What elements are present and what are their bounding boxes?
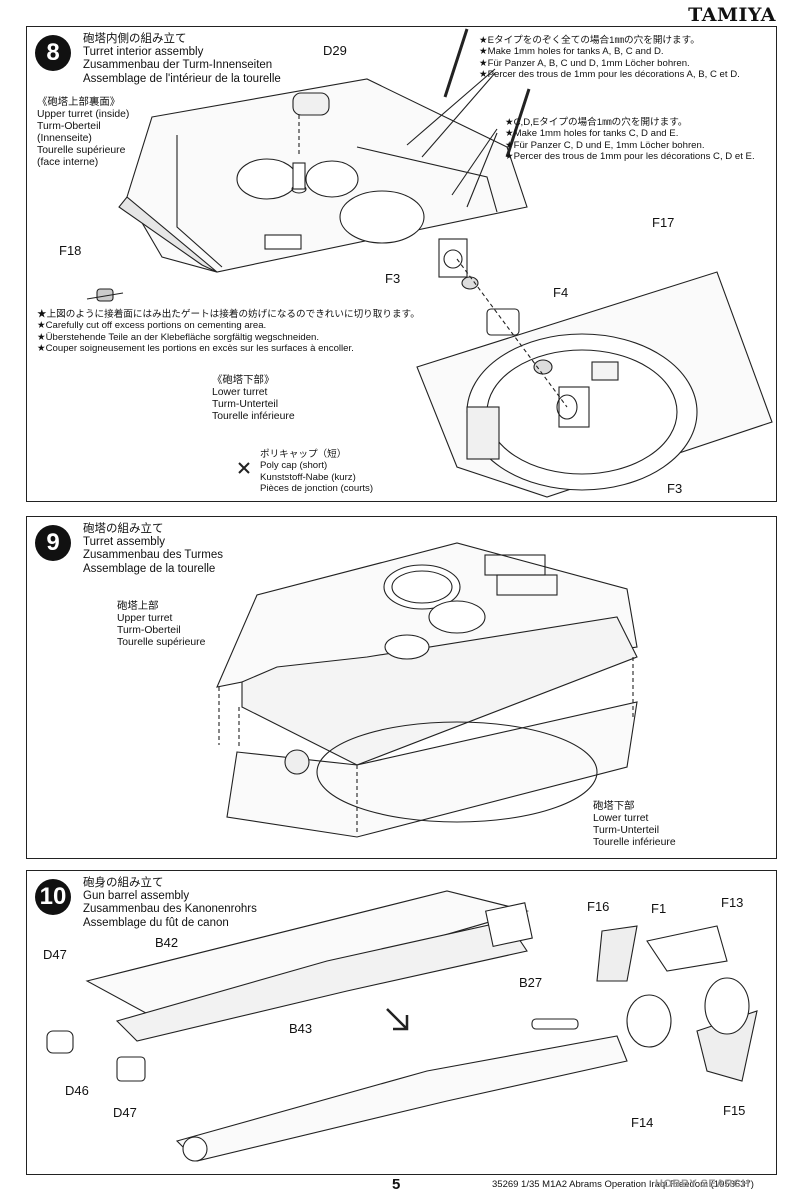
brand-logo: TAMIYA: [688, 4, 776, 26]
part-label-f3-lower: F3: [667, 481, 683, 496]
gun-barrel-diagram: [46, 890, 758, 1162]
part-label-d47: D47: [43, 947, 67, 962]
part-label-f16: F16: [587, 899, 610, 914]
part-label-f15: F15: [723, 1103, 746, 1118]
page-footer: 5 35269 1/35 M1A2 Abrams Operation Iraqi…: [0, 1174, 798, 1198]
part-label-f3: F3: [385, 271, 401, 286]
part-label-f1: F1: [651, 901, 667, 916]
step-number: 9: [35, 525, 71, 561]
upper-turret-label: 《砲塔上部裏面》Upper turret (inside) Turm-Obert…: [37, 97, 130, 168]
part-label-b42: B42: [155, 935, 179, 950]
part-label-b27: B27: [519, 975, 543, 990]
part-label-d47-b: D47: [113, 1105, 137, 1120]
part-label-f18: F18: [59, 243, 82, 258]
turret-assembly-diagram: [216, 542, 638, 838]
part-label-f17: F17: [652, 215, 675, 230]
part-label-f13: F13: [721, 895, 744, 910]
part-label-d29: D29: [323, 43, 347, 58]
note-cut-gates: ★上図のように接着面にはみ出たゲートは接着の妨げになるのできれいに切り取ります。…: [37, 309, 420, 355]
part-label-d46: D46: [65, 1083, 89, 1098]
part-label-f14: F14: [631, 1115, 654, 1130]
note-drill-cde: ★C,D,Eタイプの場合1㎜の穴を開けます。★Make 1mm holes fo…: [505, 117, 755, 163]
step-number: 8: [35, 35, 71, 71]
page-number: 5: [392, 1176, 401, 1193]
step-number: 10: [35, 879, 71, 915]
part-label-f4: F4: [553, 285, 569, 300]
part-label-b43: B43: [289, 1021, 313, 1036]
watermark: HOBBY SEARCH: [655, 1178, 751, 1190]
kit-info: 35269 1/35 M1A2 Abrams Operation Iraqi F…: [492, 1179, 754, 1190]
note-drill-abcd: ★Eタイプをのぞく全ての場合1㎜の穴を開けます。★Make 1mm holes …: [479, 35, 740, 81]
turret-interior-diagram: [86, 28, 773, 498]
polycap-label: ポリキャップ（短）Poly cap (short) Kunststoff-Nab…: [260, 449, 374, 495]
